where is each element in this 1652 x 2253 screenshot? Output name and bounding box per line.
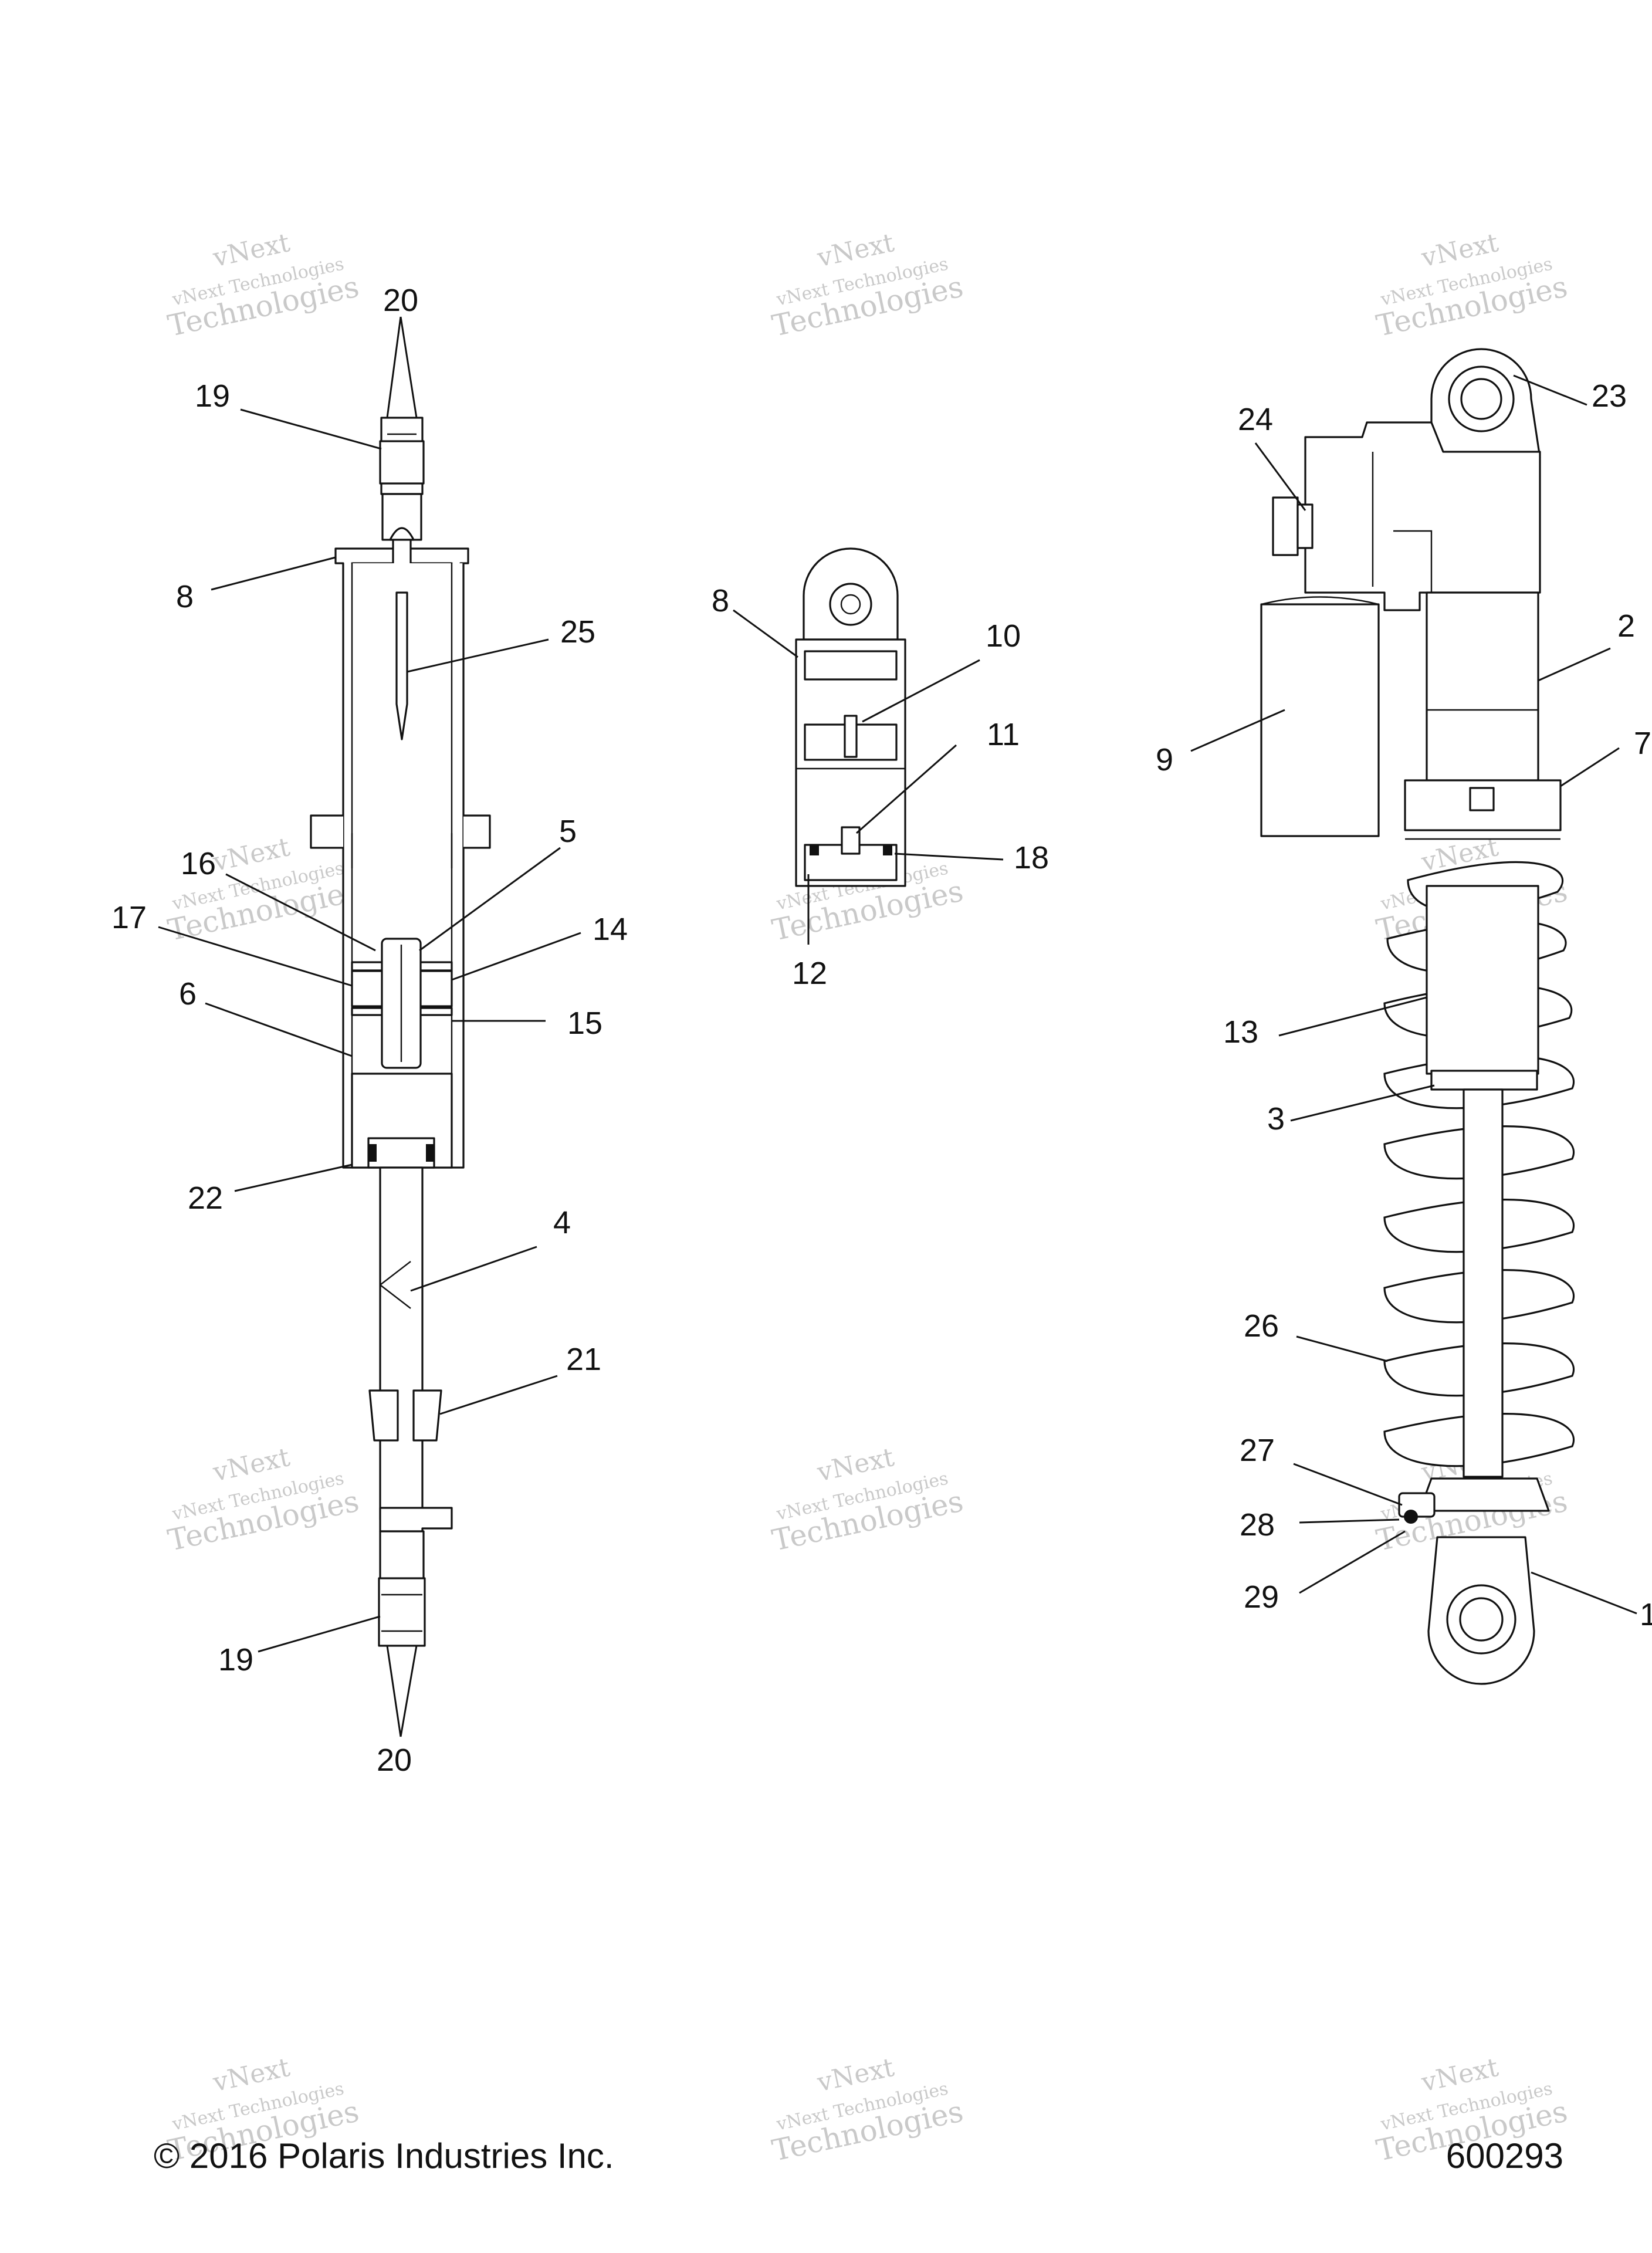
callout-21: 21 <box>566 1342 601 1377</box>
ifp-stem <box>844 715 858 758</box>
callout-29: 29 <box>1244 1579 1279 1615</box>
callout-22: 22 <box>188 1180 223 1216</box>
deflection-rod <box>395 591 408 740</box>
callout-25: 25 <box>560 614 595 649</box>
spring-retainer <box>1430 1070 1538 1091</box>
callout-4: 4 <box>553 1205 571 1240</box>
callout-15: 15 <box>567 1006 602 1041</box>
callout-17: 17 <box>111 900 147 935</box>
top-bearing <box>379 440 425 485</box>
reservoir-valve <box>841 826 861 855</box>
callout-23: 23 <box>1592 378 1627 414</box>
shaft-break <box>380 1261 411 1309</box>
collar-screw <box>1469 787 1495 811</box>
callout-28: 28 <box>1240 1507 1275 1542</box>
callout-2: 2 <box>1617 608 1635 644</box>
bumper-left <box>368 1389 399 1442</box>
callout-7: 7 <box>1634 726 1651 761</box>
callout-8-mid: 8 <box>712 583 729 618</box>
watermark-1: vNext vNext Technologies Technologies <box>165 228 362 343</box>
callout-8-left: 8 <box>176 579 194 614</box>
callout-11: 11 <box>987 717 1020 752</box>
lower-bumper-cup <box>379 1507 453 1533</box>
leader-lines <box>158 316 1637 1737</box>
callout-12: 12 <box>792 956 827 991</box>
callout-16: 16 <box>181 846 216 881</box>
watermark-2: vNext vNext Technologies Technologies <box>769 228 966 343</box>
watermark-8: vNext vNext Technologies Technologies <box>769 1442 966 1558</box>
assembled-shock <box>1260 348 1575 1685</box>
callout-5: 5 <box>559 814 577 849</box>
spring-sleeve <box>1426 885 1539 1075</box>
callout-14: 14 <box>593 912 628 947</box>
lower-eyelet-hole <box>1459 1597 1504 1642</box>
callouts: 20 19 8 25 16 5 17 14 6 15 22 4 21 19 20… <box>111 283 1652 1778</box>
side-tab-left <box>310 814 343 849</box>
lower-bearing <box>378 1577 426 1647</box>
callout-27: 27 <box>1240 1433 1275 1468</box>
watermark-11: vNext vNext Technologies Technologies <box>769 2052 966 2168</box>
shaft-assembled <box>1463 1088 1504 1478</box>
callout-20-top: 20 <box>383 283 418 318</box>
reservoir <box>1260 603 1380 837</box>
shock-cross-section <box>310 417 491 1647</box>
callout-19-top: 19 <box>195 378 230 414</box>
adjuster-knob <box>1272 496 1299 556</box>
top-neck <box>381 493 422 541</box>
callout-24: 24 <box>1238 402 1273 437</box>
reservoir-cap-hole <box>829 583 872 626</box>
figure-number: 600293 <box>1446 2136 1563 2176</box>
copyright-text: © 2016 Polaris Industries Inc. <box>154 2136 614 2176</box>
watermark-3: vNext vNext Technologies Technologies <box>1373 228 1570 343</box>
top-cap-dome <box>389 527 415 541</box>
shock-head-block <box>1304 421 1541 611</box>
bearing-cap <box>367 1137 435 1169</box>
shaft <box>379 1166 424 1521</box>
bumper-right <box>412 1389 442 1442</box>
callout-6: 6 <box>179 976 197 1012</box>
reservoir-cross-section <box>795 547 906 887</box>
side-tab-right <box>463 814 491 849</box>
reservoir-bladder-top <box>804 650 898 681</box>
callout-26: 26 <box>1244 1308 1279 1344</box>
watermark-7: vNext vNext Technologies Technologies <box>165 1442 362 1558</box>
callout-9: 9 <box>1156 742 1173 777</box>
callout-18: 18 <box>1014 840 1049 875</box>
callout-10: 10 <box>986 618 1021 654</box>
callout-3: 3 <box>1267 1101 1285 1136</box>
shock-body <box>1426 591 1539 782</box>
callout-13: 13 <box>1223 1014 1258 1050</box>
callout-19-bottom: 19 <box>218 1642 253 1677</box>
callout-20-bottom: 20 <box>377 1743 412 1778</box>
top-eyelet-hole <box>1460 378 1502 420</box>
callout-1: 1 <box>1640 1597 1652 1632</box>
adjuster-stem <box>1296 503 1314 549</box>
lower-spring-seat <box>1419 1477 1550 1512</box>
